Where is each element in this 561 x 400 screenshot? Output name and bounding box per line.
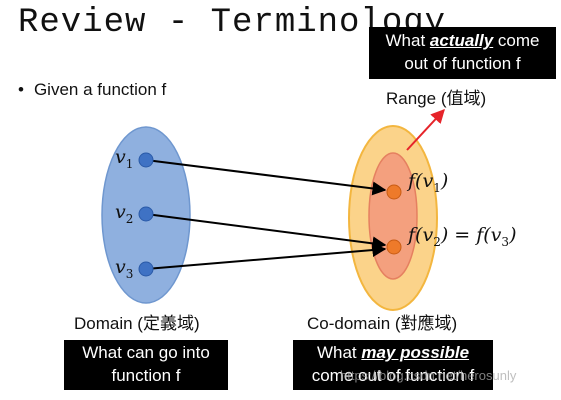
fv3-sub: 3 xyxy=(501,234,510,249)
callout-actual-line2: out of function f xyxy=(404,54,521,73)
range-label: Range (值域) xyxy=(386,89,487,108)
range-point-fv2 xyxy=(386,239,402,255)
fv1-sub: 1 xyxy=(433,180,441,195)
v1-base: v xyxy=(115,146,126,168)
callout-actually-comes-out: What actually come out of function f xyxy=(369,27,556,79)
callout-may-line1: What may possible xyxy=(293,341,493,364)
callout-actual-post: come xyxy=(493,31,540,50)
mapping-arrow-v1 xyxy=(145,159,387,196)
callout-may-possible-come-out: What may possible come out of function f xyxy=(293,340,493,390)
codomain-label: Co-domain (對應域) xyxy=(307,314,458,333)
fv2-mid: ) = f(v xyxy=(440,224,502,246)
callout-may-emph: may possible xyxy=(361,343,470,362)
bullet-dot-icon: • xyxy=(18,80,24,99)
watermark: https://blog.csdn.net/herosunly xyxy=(340,368,517,383)
domain-point-v1 xyxy=(138,152,154,168)
bullet-text: Given a function f xyxy=(33,80,167,99)
range-point-fv1 xyxy=(386,184,402,200)
v3-sub: 3 xyxy=(125,266,134,281)
callout-into-line1: What can go into xyxy=(82,343,210,362)
v2-sub: 2 xyxy=(125,211,134,226)
fv2-pre: f(v xyxy=(408,224,434,246)
domain-label: Domain (定義域) xyxy=(74,314,200,333)
v3-base: v xyxy=(115,256,126,278)
v2-base: v xyxy=(115,201,126,223)
label-v3: v3 xyxy=(115,256,133,281)
callout-into-line2: function f xyxy=(111,366,181,385)
fv1-pre: f(v xyxy=(408,170,434,192)
fv2-sub: 2 xyxy=(433,234,441,249)
label-fv1: f(v1) xyxy=(408,170,448,195)
domain-point-v2 xyxy=(138,206,154,222)
fv1-post: ) xyxy=(440,170,449,192)
mapping-arrow-v2 xyxy=(145,213,387,251)
fv2-post: ) xyxy=(509,224,517,246)
label-v2: v2 xyxy=(115,201,133,226)
bullet-item: • Given a function f xyxy=(18,80,166,100)
callout-what-can-go-into: What can go into function f xyxy=(64,340,228,390)
mapping-arrow-v3 xyxy=(145,243,387,270)
label-v1: v1 xyxy=(115,146,133,171)
range-pointer-arrow xyxy=(406,108,445,151)
label-fv2-fv3: f(v2) = f(v3) xyxy=(408,224,516,249)
v1-sub: 1 xyxy=(125,156,134,171)
callout-actual-line1: What actually come xyxy=(369,29,556,52)
callout-may-pre: What xyxy=(316,343,362,362)
domain-point-v3 xyxy=(138,261,154,277)
callout-may-line2: come out of function f xyxy=(311,366,475,385)
callout-actual-emph: actually xyxy=(429,31,494,50)
callout-actual-pre: What xyxy=(385,31,430,50)
